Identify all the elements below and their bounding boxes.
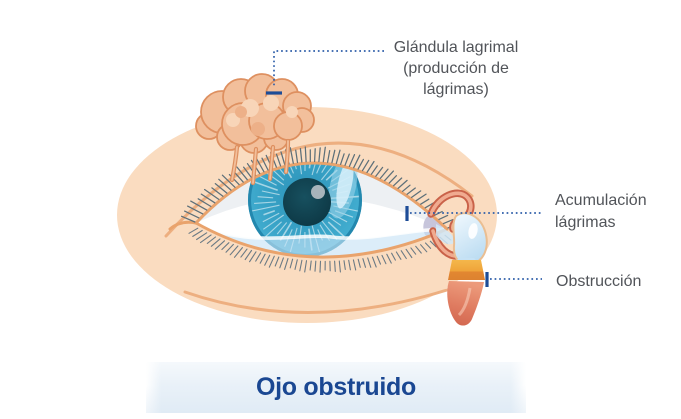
gland-ducts (229, 138, 291, 186)
iris-glare-core (336, 162, 354, 209)
obstruction-band (448, 260, 485, 280)
lower-lid-margin (194, 221, 449, 259)
leader-lines (266, 50, 542, 287)
pupil (283, 178, 331, 226)
title-band (146, 362, 526, 413)
outer-canthus-line (168, 220, 198, 231)
eye-opening (168, 161, 449, 259)
accumulation-label: Acumulación lágrimas (555, 192, 647, 231)
sac-highlight (468, 223, 478, 239)
gland-label: Glándula lagrimal (producción de lágrima… (393, 39, 519, 98)
upper-eyelashes (180, 146, 460, 229)
tear-film-highlight (199, 223, 446, 240)
tear-pool (436, 224, 456, 245)
gland-leader-line (273, 50, 384, 87)
lower-eyelid-crease (183, 281, 470, 314)
pupil-highlight (311, 185, 325, 199)
lower-eyelashes (188, 227, 452, 273)
page-title: Ojo obstruido (256, 373, 416, 401)
obstruction-label: Obstrucción (556, 273, 642, 290)
lacrimal-gland (195, 73, 315, 186)
upper-lid-margin (194, 161, 449, 231)
duct-highlight (457, 287, 472, 317)
tear-drainage-system (427, 189, 488, 326)
